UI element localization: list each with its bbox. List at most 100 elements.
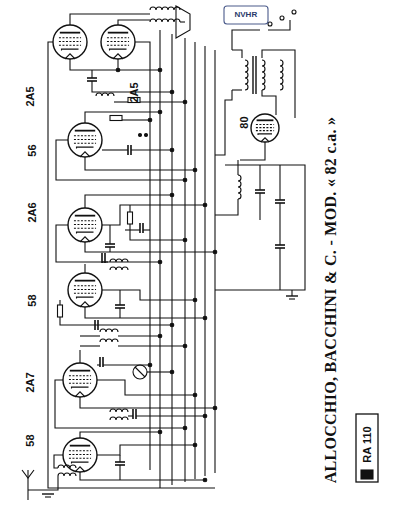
tube-grid (256, 130, 274, 131)
tube-grid (256, 124, 274, 125)
tube-grid (69, 450, 91, 451)
wire (118, 345, 185, 346)
tube-grid (69, 375, 91, 376)
wire (119, 290, 120, 305)
power-transformer (280, 60, 283, 90)
junction-dot (193, 168, 197, 172)
tube-plate (75, 280, 95, 282)
wire (114, 101, 128, 102)
tube-envelope (68, 273, 102, 307)
tube-grid (74, 228, 96, 229)
junction-dot (193, 443, 197, 447)
tube-plate (60, 32, 80, 34)
logo-mark (361, 470, 373, 479)
wire (102, 290, 195, 300)
wire (180, 21, 185, 22)
ground-symbol (42, 493, 54, 494)
tube-grid (69, 454, 91, 455)
wire (84, 264, 85, 273)
wire (85, 112, 160, 123)
junction-dot (183, 344, 187, 348)
resistor-symbol (128, 212, 133, 224)
tube-heater (261, 138, 269, 142)
if-transformer (100, 339, 118, 342)
tube-grid (107, 37, 129, 38)
switch-contact (139, 134, 142, 137)
wire (122, 119, 150, 120)
switch-contact (145, 134, 148, 137)
junction-dot (170, 148, 174, 152)
if-transformer (100, 329, 118, 332)
wire (118, 335, 160, 336)
wire (85, 307, 205, 318)
logo-frame (356, 414, 378, 482)
wire (232, 50, 242, 58)
wire (80, 472, 205, 480)
wire (129, 205, 130, 212)
tube-grid (74, 143, 96, 144)
wire (85, 242, 215, 252)
tube-label: 80 (239, 116, 250, 128)
tube-grid (59, 41, 81, 42)
transformer-core (252, 56, 253, 94)
tube-envelope (63, 363, 97, 397)
tube-cathode (62, 49, 79, 50)
wire (85, 195, 172, 208)
tube-plate (70, 445, 90, 447)
wire (279, 230, 280, 245)
tube-label: 2A5 (129, 82, 140, 102)
tube-label: 2A5 (25, 86, 36, 106)
if-transformer (110, 259, 128, 262)
wire (131, 149, 172, 150)
wire (130, 224, 185, 240)
wire (103, 364, 150, 365)
junction-dot (158, 68, 162, 72)
tube-label: 58 (27, 294, 38, 306)
wire (54, 455, 63, 468)
tube-grid (74, 220, 96, 221)
wire (279, 203, 280, 230)
junction-dot (203, 478, 207, 482)
dial-lamp (135, 367, 145, 377)
tube-grid (59, 45, 81, 46)
junction-dot (158, 334, 162, 338)
tube-grid (74, 139, 96, 140)
tube-heater (80, 237, 90, 242)
speaker-symbol (176, 6, 190, 38)
tube-grid (74, 289, 96, 290)
transformer-core (255, 56, 256, 94)
wire (215, 90, 232, 155)
resistor-symbol (58, 305, 63, 317)
wire (109, 247, 110, 252)
wire (102, 205, 205, 225)
wire (119, 455, 120, 462)
tube-plate (75, 130, 95, 132)
bus-rail (204, 46, 205, 476)
wire (80, 397, 215, 408)
tube-grid (59, 37, 81, 38)
wire (55, 380, 185, 428)
switch-contact (268, 22, 272, 26)
antenna-coil (58, 465, 76, 468)
wire (268, 20, 290, 30)
junction-dot (170, 193, 174, 197)
wire (85, 157, 195, 170)
wire (102, 149, 128, 150)
junction-dot (170, 90, 174, 94)
tube-envelope (53, 25, 87, 59)
stamp-frame (224, 6, 268, 24)
tube-cathode (77, 232, 94, 233)
junction-dot (116, 68, 120, 72)
wire (232, 30, 260, 50)
wire (279, 165, 280, 200)
wire (60, 317, 172, 325)
if-transformer (110, 267, 128, 270)
tube-grid (74, 224, 96, 225)
wire (109, 225, 110, 244)
junction-dot (158, 110, 162, 114)
wire (119, 465, 120, 480)
junction-dot (148, 118, 152, 122)
tube-grid (107, 45, 129, 46)
antenna (27, 470, 28, 500)
wire (80, 432, 160, 438)
